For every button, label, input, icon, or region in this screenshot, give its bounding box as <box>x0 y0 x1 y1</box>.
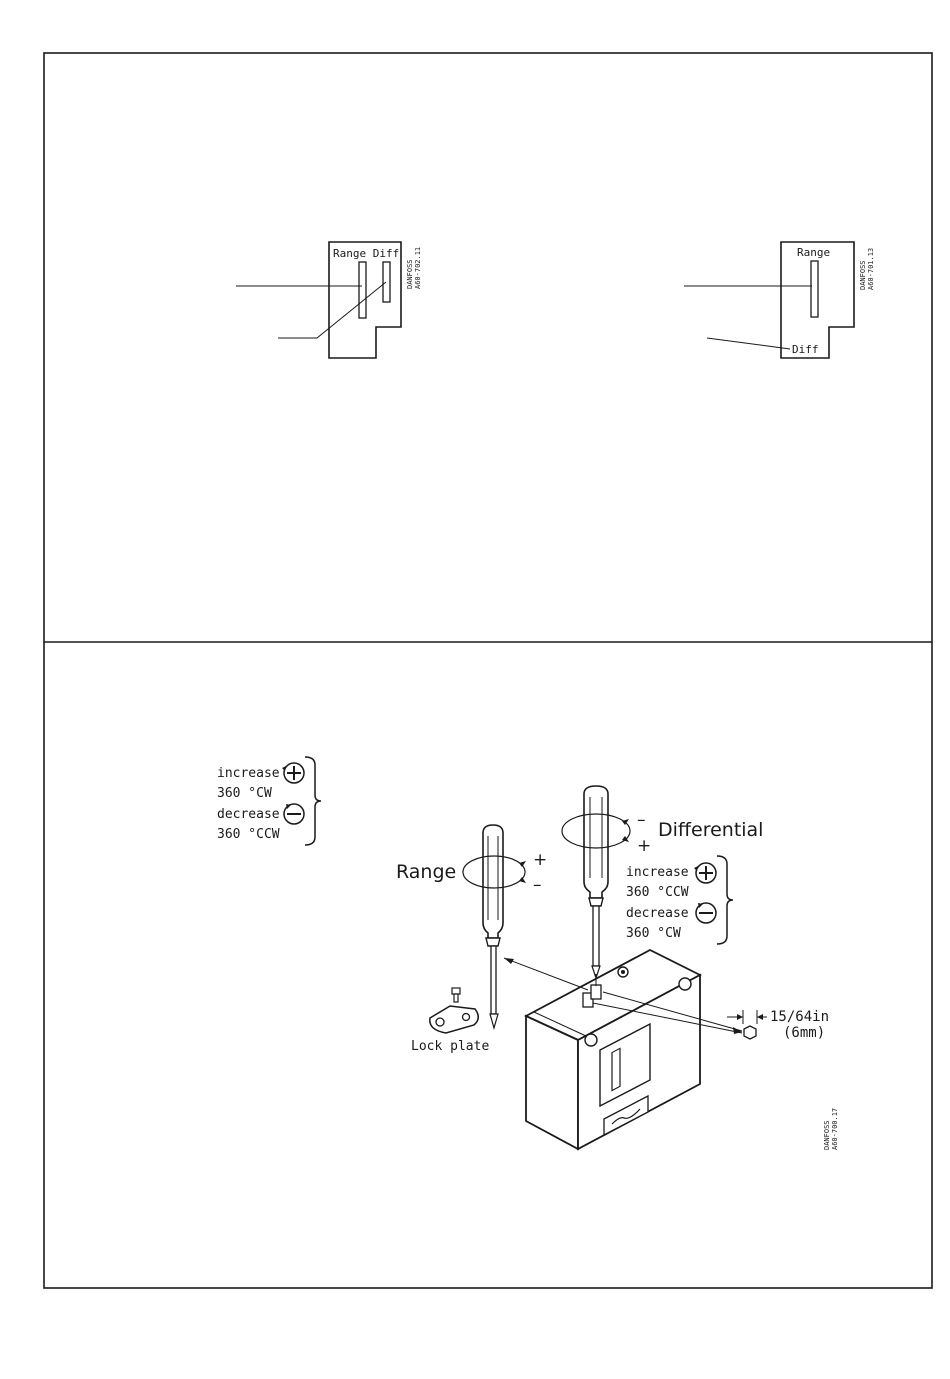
scale-plate-diff-label: Diff <box>792 343 819 356</box>
minus-circle-icon <box>284 804 304 824</box>
differential-plus-sign: + <box>637 836 651 856</box>
range-plus-sign: + <box>533 850 547 870</box>
diff-pointer-line <box>278 282 386 338</box>
scale-plate-label: Range Diff <box>333 247 399 260</box>
minus-circle-icon-2 <box>696 903 716 923</box>
scale-plate-code-brand-2: DANFOSS <box>859 260 867 290</box>
hex-size-label: 15/64in <box>770 1009 829 1025</box>
scale-plate-range-diff: Range Diff DANFOSS A60-702.11 <box>236 242 422 358</box>
housing-screw-front <box>585 1034 597 1046</box>
note-decrease: decrease <box>217 807 280 822</box>
differential-label: Differential <box>658 819 763 841</box>
note-ccw: 360 °CCW <box>217 827 280 842</box>
diff-note-increase: increase <box>626 865 689 880</box>
scale-plate-code-brand: DANFOSS <box>406 259 414 289</box>
diff-note-brace <box>717 856 733 944</box>
diff-pointer-line-2 <box>707 338 790 349</box>
panel-frame <box>44 53 932 1288</box>
range-screwdriver <box>463 825 526 1028</box>
range-scale-window <box>359 262 366 318</box>
drawing-code-number: A60-700.17 <box>831 1108 839 1150</box>
scale-plate-range: Range Diff DANFOSS A60-701.13 <box>684 242 875 358</box>
plus-circle-icon-2 <box>694 863 716 883</box>
differential-adjust-note: increase 360 °CCW decrease 360 °CW <box>626 856 733 944</box>
housing-screw-back <box>679 978 691 990</box>
pressure-control-housing <box>526 950 700 1149</box>
differential-minus-sign: – <box>637 810 646 830</box>
range-adjust-note: increase 360 °CW decrease 360 °CCW <box>217 757 321 845</box>
diff-note-ccw: 360 °CCW <box>626 885 689 900</box>
range-scale-window-2 <box>811 261 818 317</box>
scale-plate-code-number: A60-702.11 <box>414 247 422 289</box>
plus-circle-icon <box>282 763 304 783</box>
hex-size-mm-label: (6mm) <box>783 1025 825 1041</box>
range-minus-sign: – <box>533 875 542 895</box>
diff-note-cw: 360 °CW <box>626 926 681 941</box>
diff-note-decrease: decrease <box>626 906 689 921</box>
range-label: Range <box>396 861 456 883</box>
drawing-code-brand: DANFOSS <box>823 1120 831 1150</box>
note-brace <box>305 757 321 845</box>
diff-scale-window <box>383 262 390 302</box>
lock-plate <box>430 988 478 1033</box>
lock-plate-screw <box>452 988 460 1002</box>
scale-plate-range-label: Range <box>797 246 830 259</box>
differential-screwdriver <box>562 786 630 978</box>
note-cw: 360 °CW <box>217 786 272 801</box>
hex-icon <box>744 1026 756 1039</box>
scale-plate-code-number-2: A60-701.13 <box>867 248 875 290</box>
note-increase: increase <box>217 766 280 781</box>
lock-plate-label: Lock plate <box>411 1039 489 1054</box>
